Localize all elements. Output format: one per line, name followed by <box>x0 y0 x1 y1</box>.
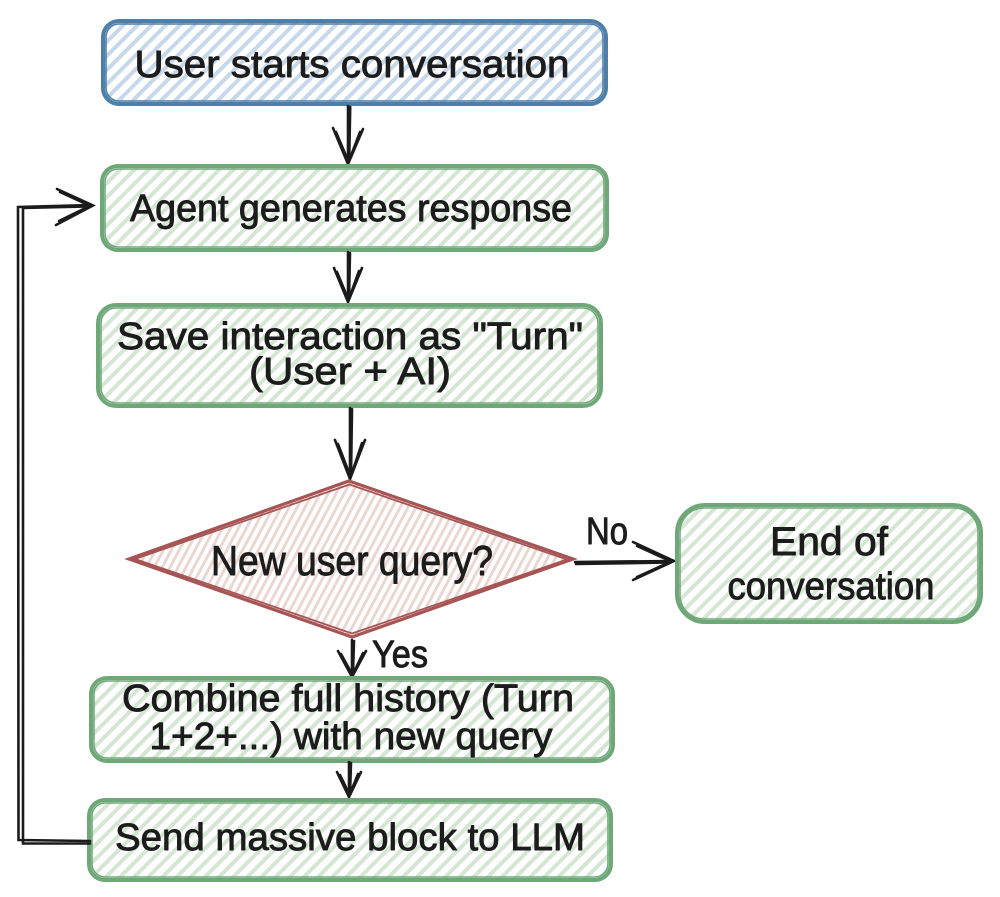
svg-text:(User + AI): (User + AI) <box>249 351 451 393</box>
svg-text:User starts conversation: User starts conversation <box>135 44 570 86</box>
svg-text:Yes: Yes <box>372 634 428 676</box>
svg-text:1+2+...) with new query: 1+2+...) with new query <box>150 716 553 758</box>
svg-text:Combine full history (Turn: Combine full history (Turn <box>122 678 574 720</box>
svg-text:Save interaction as "Turn": Save interaction as "Turn" <box>117 316 583 358</box>
svg-text:End of: End of <box>770 520 889 564</box>
svg-text:No: No <box>586 511 628 553</box>
svg-text:Send massive block to LLM: Send massive block to LLM <box>115 817 585 859</box>
svg-text:New user query?: New user query? <box>211 537 493 584</box>
svg-text:Agent generates response: Agent generates response <box>130 188 572 230</box>
svg-text:conversation: conversation <box>728 566 935 608</box>
